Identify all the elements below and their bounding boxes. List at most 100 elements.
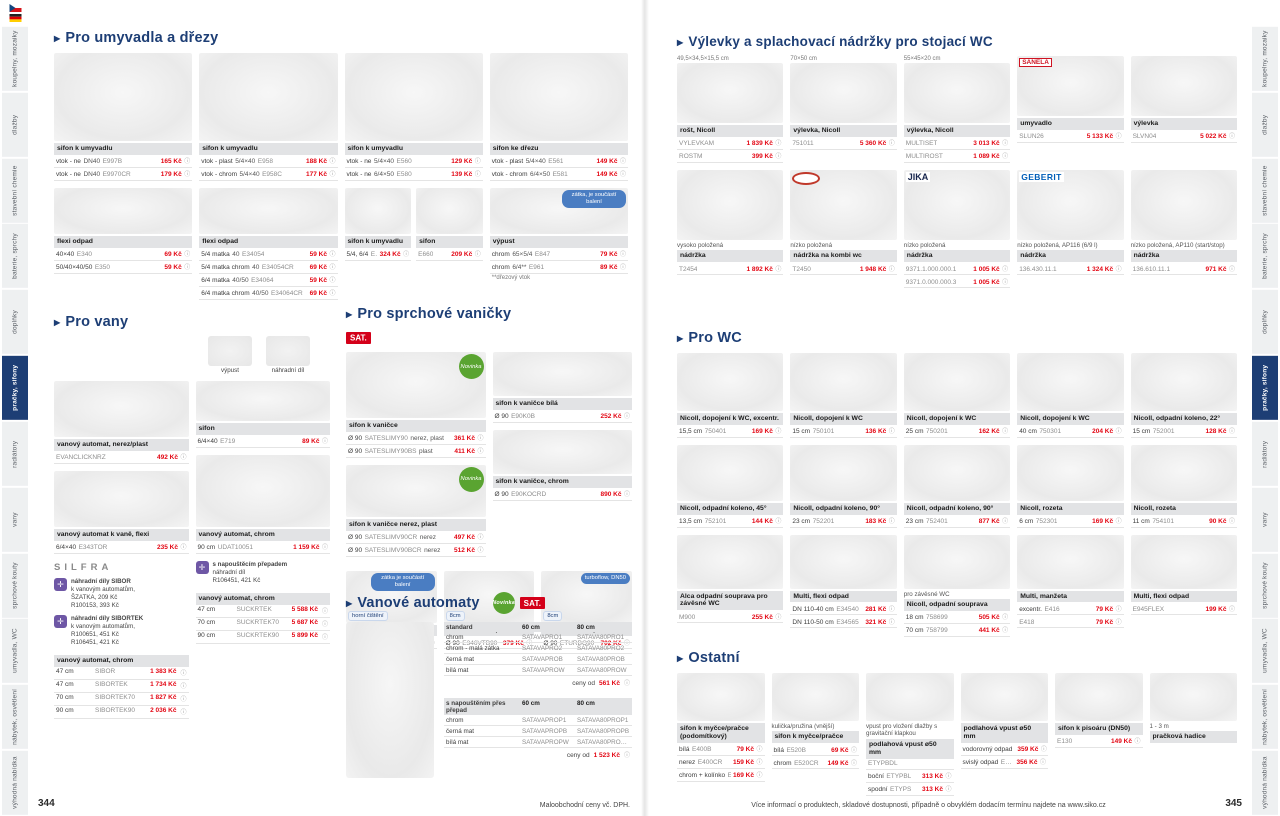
info-icon: ⓘ [1002,279,1009,286]
product-image [1130,353,1237,411]
row-size: 47 cm [56,681,74,689]
product-variant: 90 cm [197,544,216,552]
sidebar-item-sprchov-kouty[interactable]: sprchové kouty [1252,553,1278,618]
product-card: vpust pro vložení dlažby s gravitační kl… [866,673,954,796]
product-price: 59 Kč [164,264,182,272]
product-code: SLUN26 [1019,133,1044,141]
product-image [1017,534,1124,589]
sidebar-item-radi-tory[interactable]: radiátory [2,421,28,486]
sidebar-item-vany[interactable]: vany [2,487,28,552]
info-icon: ⓘ [180,455,187,462]
sidebar-item-dopl-ky[interactable]: doplňky [1252,290,1278,355]
variant-code-60: SATAVAPROPB [522,727,568,735]
sidebar-item-stavebn-chemie[interactable]: stavební chemie [2,158,28,223]
info-icon: ⓘ [474,252,481,259]
info-icon: ⓘ [623,640,630,647]
info-icon: ⓘ [1115,429,1122,436]
sidebar-item-v-hodn-nab-dka[interactable]: výhodná nabídka [2,751,28,815]
product-price: 252 Kč [600,413,622,421]
info-icon: ⓘ [850,747,857,754]
product-variant: 70 cm [905,627,924,635]
product-header: sifon k umyvadlu [199,143,338,155]
product-variant: DN 110-40 cm [792,605,834,613]
product-variant: vtok - plast [491,158,524,166]
sidebar-item-umyvadla-wc[interactable]: umyvadla, WC [1252,619,1278,684]
info-icon: ⓘ [775,519,782,526]
row-price: 1 827 Kč [150,694,177,702]
product-image [489,53,628,141]
product-code: E580 [396,171,412,179]
product-code: E34064CR [270,290,303,298]
sidebar-item-dla-by[interactable]: dlažby [2,92,28,157]
product-price: 165 Kč [160,158,182,166]
price-from-label: ceny od [572,680,596,687]
product-image [677,673,765,721]
sidebar-item-radi-tory[interactable]: radiátory [1252,421,1278,486]
product-code: E400CRB [728,772,731,779]
product-image [866,673,954,721]
variant-code-80: SATAVA80PRO1 [577,633,625,641]
product-price: 321 Kč [865,618,887,626]
sidebar-item-dla-by[interactable]: dlažby [1252,92,1278,157]
sidebar-item-n-bytek-osv-tlen[interactable]: nábytek, osvětlení [2,685,28,750]
sidebar-item-vany[interactable]: vany [1252,487,1278,552]
product-size: 40/50 [232,277,249,285]
product-variant: 5/4, 6/4 [346,251,369,259]
sidebar-item-v-hodn-nab-dka[interactable]: výhodná nabídka [1252,751,1278,815]
product-price: 59 Kč [309,277,327,285]
row-price: 5 899 Kč [291,632,318,640]
product-header: vanový automat, chrom [195,528,330,541]
product-code: 752301 [1035,518,1058,526]
row-code: SIBORTEK [95,681,128,689]
product-header: sifon k umyvadlu [54,143,193,155]
sidebar-item-baterie-sprchy[interactable]: baterie, sprchy [1252,224,1278,289]
row-price: 1 383 Kč [150,668,177,676]
sidebar-item-n-bytek-osv-tlen[interactable]: nábytek, osvětlení [1252,685,1278,750]
sidebar-item-stavebn-chemie[interactable]: stavební chemie [1252,158,1278,223]
sidebar-item-koupelny-mozaiky[interactable]: koupelny, mozaiky [1252,27,1278,91]
product-header: vanový automat, nerez/plast [54,439,189,451]
product-code: ROŠTM [679,153,703,161]
sidebar-item-pra-ky-sifony[interactable]: pračky, sifony [1252,356,1278,420]
product-code: 754101 [1152,518,1175,526]
info-icon: ⓘ [623,753,630,759]
sidebar-item-sprchov-kouty[interactable]: sprchové kouty [2,553,28,618]
product-code: E945FLEX [1132,605,1165,613]
sidebar-item-baterie-sprchy[interactable]: baterie, sprchy [2,224,28,289]
sidebar-item-koupelny-mozaiky[interactable]: koupelny, mozaiky [2,27,28,91]
sidebar-item-pra-ky-sifony[interactable]: pračky, sifony [2,356,28,420]
info-bubble: zátka, je součástí balení [562,189,626,209]
product-price: 129 Kč [451,158,473,166]
sidebar-item-dopl-ky[interactable]: doplňky [2,290,28,355]
sidebar-item-umyvadla-wc[interactable]: umyvadla, WC [2,619,28,684]
footer-info-link[interactable]: Více informací o produktech, skladové do… [751,802,1106,809]
section-title: ▶Vanové automaty Novinka SAT. [346,592,632,614]
variant-finish: bílá mat [446,666,469,674]
product-size: 40 [232,251,240,259]
flags [0,0,30,26]
product-price: 1 839 Kč [746,140,773,148]
product-code: E34054CR [261,264,294,272]
product-variant: 5/4 matka [201,251,230,259]
product-code: VYLEVKAM [679,140,715,148]
product-variant: 50/40×40/50 [56,264,93,272]
